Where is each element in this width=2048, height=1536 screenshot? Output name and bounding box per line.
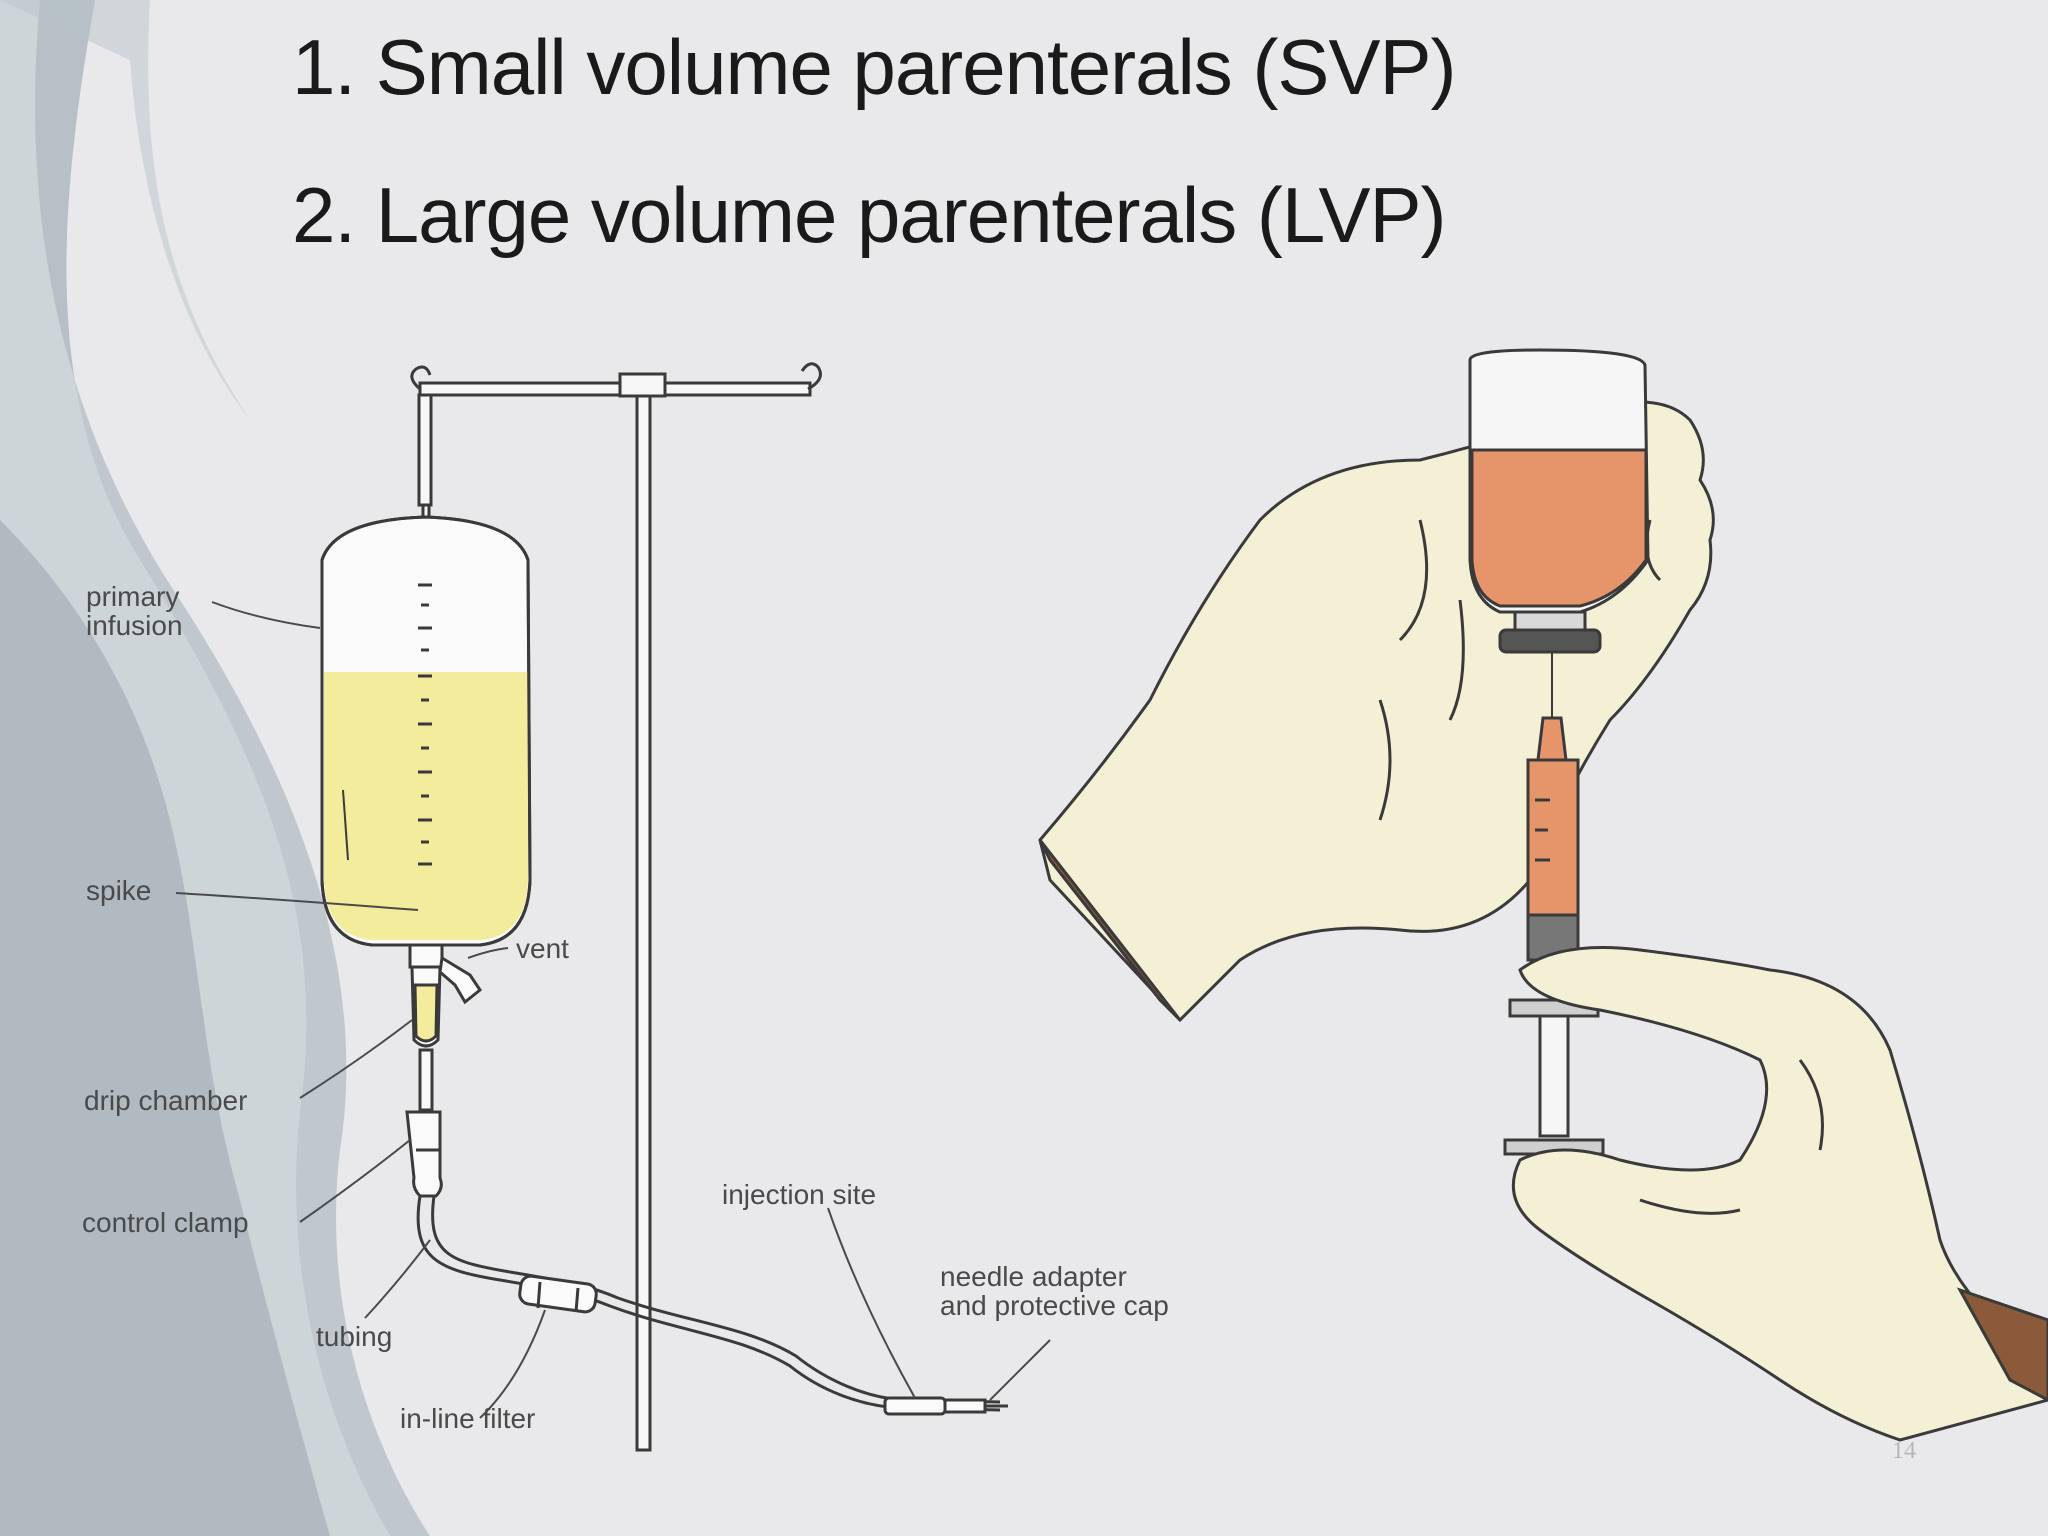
label-needle-adapter-line1: needle adapter <box>940 1261 1127 1292</box>
heading-svp: 1. Small volume parenterals (SVP) <box>292 23 1456 111</box>
heading-lvp: 2. Large volume parenterals (LVP) <box>292 171 1446 259</box>
infusion-bag <box>320 515 532 947</box>
background-swoosh <box>0 0 430 1536</box>
label-vent: vent <box>516 933 569 964</box>
label-primary-infusion: primary infusion <box>86 582 183 641</box>
inline-filter <box>518 1274 598 1314</box>
label-control-clamp: control clamp <box>82 1207 249 1238</box>
leader-lines <box>175 601 1051 1419</box>
label-drip-chamber: drip chamber <box>84 1085 248 1116</box>
syringe <box>1503 652 1605 1156</box>
glove-right-hand <box>1511 946 2048 1442</box>
page-number: 14 <box>1892 1438 1916 1464</box>
label-tubing: tubing <box>316 1321 393 1352</box>
label-primary-infusion-line1: primary <box>86 581 180 612</box>
iv-pole <box>410 362 822 1452</box>
drip-set <box>405 943 483 1198</box>
label-needle-adapter-line2: and protective cap <box>940 1290 1169 1322</box>
iv-tubing <box>416 1195 1001 1412</box>
label-injection-site: injection site <box>722 1179 877 1210</box>
label-primary-infusion-line2: infusion <box>86 610 183 642</box>
label-inline-filter: in-line filter <box>400 1403 536 1434</box>
label-needle-adapter: needle adapter and protective cap <box>940 1262 1169 1321</box>
label-spike: spike <box>86 875 152 906</box>
medication-vial <box>1468 348 1650 654</box>
